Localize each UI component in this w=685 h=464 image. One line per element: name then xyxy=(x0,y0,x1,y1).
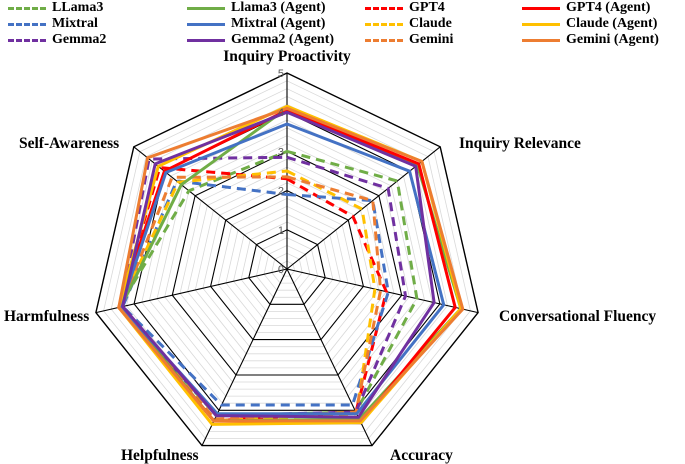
grid-ring-major xyxy=(95,72,479,447)
tick-label: 4 xyxy=(278,107,284,119)
grid-ring-minor xyxy=(202,182,372,348)
legend-label: GPT4 xyxy=(409,0,445,15)
legend-swatch xyxy=(365,22,403,26)
series-line xyxy=(119,122,446,416)
legend-item: Mixtral (Agent) xyxy=(187,16,325,32)
tick-label: 2 xyxy=(278,186,284,198)
series-line xyxy=(117,106,465,423)
grid-ring-minor xyxy=(103,80,471,439)
legend-item: Gemma2 (Agent) xyxy=(187,32,334,48)
axis-label: Helpfulness xyxy=(121,447,199,464)
legend-item: Gemma2 xyxy=(8,32,106,48)
grid-ring-major xyxy=(210,189,364,341)
legend-label: Llama3 (Agent) xyxy=(231,0,326,15)
grid-ring-minor xyxy=(217,197,357,334)
tick-label: 5 xyxy=(278,68,284,80)
legend-item: Llama3 (Agent) xyxy=(187,0,326,16)
legend-label: GPT4 (Agent) xyxy=(566,0,651,15)
legend-label: LLama3 xyxy=(52,0,104,15)
grid-ring-minor xyxy=(271,252,303,284)
legend-swatch xyxy=(187,22,225,26)
legend-label: Mixtral xyxy=(52,16,98,31)
series-line xyxy=(117,169,377,423)
grid-ring-minor xyxy=(233,213,341,319)
legend-swatch xyxy=(522,38,560,42)
legend-swatch xyxy=(8,6,46,10)
axis-label: Self-Awareness xyxy=(19,135,119,152)
series-line xyxy=(121,179,390,407)
series-layer xyxy=(117,104,465,426)
legend-label: Mixtral (Agent) xyxy=(231,16,326,31)
legend-swatch xyxy=(522,22,560,26)
legend-label: Claude (Agent) xyxy=(566,16,658,31)
radar-grid xyxy=(95,72,479,447)
legend-label: Gemma2 xyxy=(52,32,107,47)
grid-ring-minor xyxy=(187,166,387,362)
axis-label: Inquiry Relevance xyxy=(459,135,581,152)
legend-label: Claude xyxy=(409,16,452,31)
series-line xyxy=(119,175,383,421)
grid-ring-minor xyxy=(179,158,395,369)
tick-label: 0 xyxy=(278,264,284,276)
legend-item: Mixtral xyxy=(8,16,98,32)
grid-ring-minor xyxy=(240,221,334,312)
grid-ring-major xyxy=(171,150,403,376)
legend-item: LLama3 xyxy=(8,0,103,16)
axis-label: Accuracy xyxy=(390,447,453,464)
axis-label: Harmfulness xyxy=(4,308,89,325)
axis-spoke xyxy=(95,268,288,314)
grid-ring-major xyxy=(248,229,326,305)
grid-ring-minor xyxy=(156,135,418,390)
grid-ring-minor xyxy=(225,205,349,326)
axis-label: Conversational Fluency xyxy=(499,308,656,325)
grid-ring-minor xyxy=(263,245,311,291)
grid-ring-minor xyxy=(110,88,464,432)
grid-ring-minor xyxy=(278,260,296,277)
legend-label: Gemini (Agent) xyxy=(566,32,659,47)
legend-swatch xyxy=(8,38,46,42)
axis-spoke xyxy=(286,268,479,314)
tick-label: 3 xyxy=(278,146,284,158)
legend-item: GPT4 (Agent) xyxy=(522,0,650,16)
legend-swatch xyxy=(365,6,403,10)
legend-item: Claude (Agent) xyxy=(522,16,657,32)
chart-legend: LLama3 Llama3 (Agent) GPT4 GPT4 (Agent) Mixt… xyxy=(0,0,685,50)
grid-ring-minor xyxy=(255,237,319,298)
legend-item: Gemini xyxy=(365,32,453,48)
legend-swatch xyxy=(187,38,225,42)
legend-swatch xyxy=(522,6,560,10)
legend-label: Gemma2 (Agent) xyxy=(231,32,335,47)
legend-swatch xyxy=(365,38,403,42)
legend-item: Gemini (Agent) xyxy=(522,32,659,48)
legend-swatch xyxy=(8,22,46,26)
tick-labels: 0 1 2 3 4 5 xyxy=(278,68,284,276)
legend-label: Gemini xyxy=(409,32,454,47)
legend-swatch xyxy=(187,6,225,10)
grid-ring-minor xyxy=(164,143,410,383)
axis-label: Inquiry Proactivity xyxy=(223,48,351,65)
legend-item: GPT4 xyxy=(365,0,445,16)
legend-item: Claude xyxy=(365,16,452,32)
tick-label: 1 xyxy=(278,225,284,237)
series-line xyxy=(121,110,436,419)
